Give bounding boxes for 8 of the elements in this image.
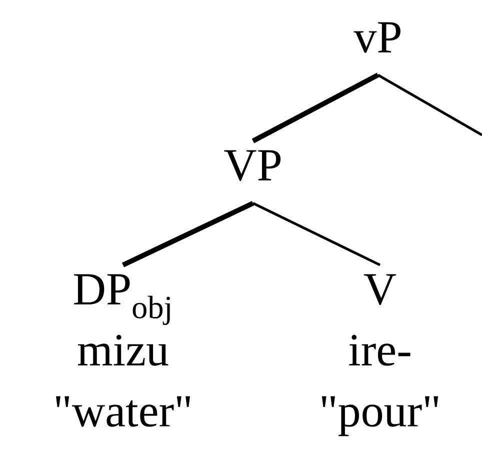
branch-line	[122, 200, 254, 268]
tree-label: DP$_{obj}$ mizu "water"	[56, 274, 190, 427]
tree-label: VP	[224, 150, 281, 181]
branch-line	[252, 72, 380, 144]
tree-label: V ire- "pour"	[322, 274, 438, 436]
branch-line	[377, 74, 482, 136]
branch-line	[252, 202, 381, 266]
tree-label: vP	[354, 22, 400, 53]
